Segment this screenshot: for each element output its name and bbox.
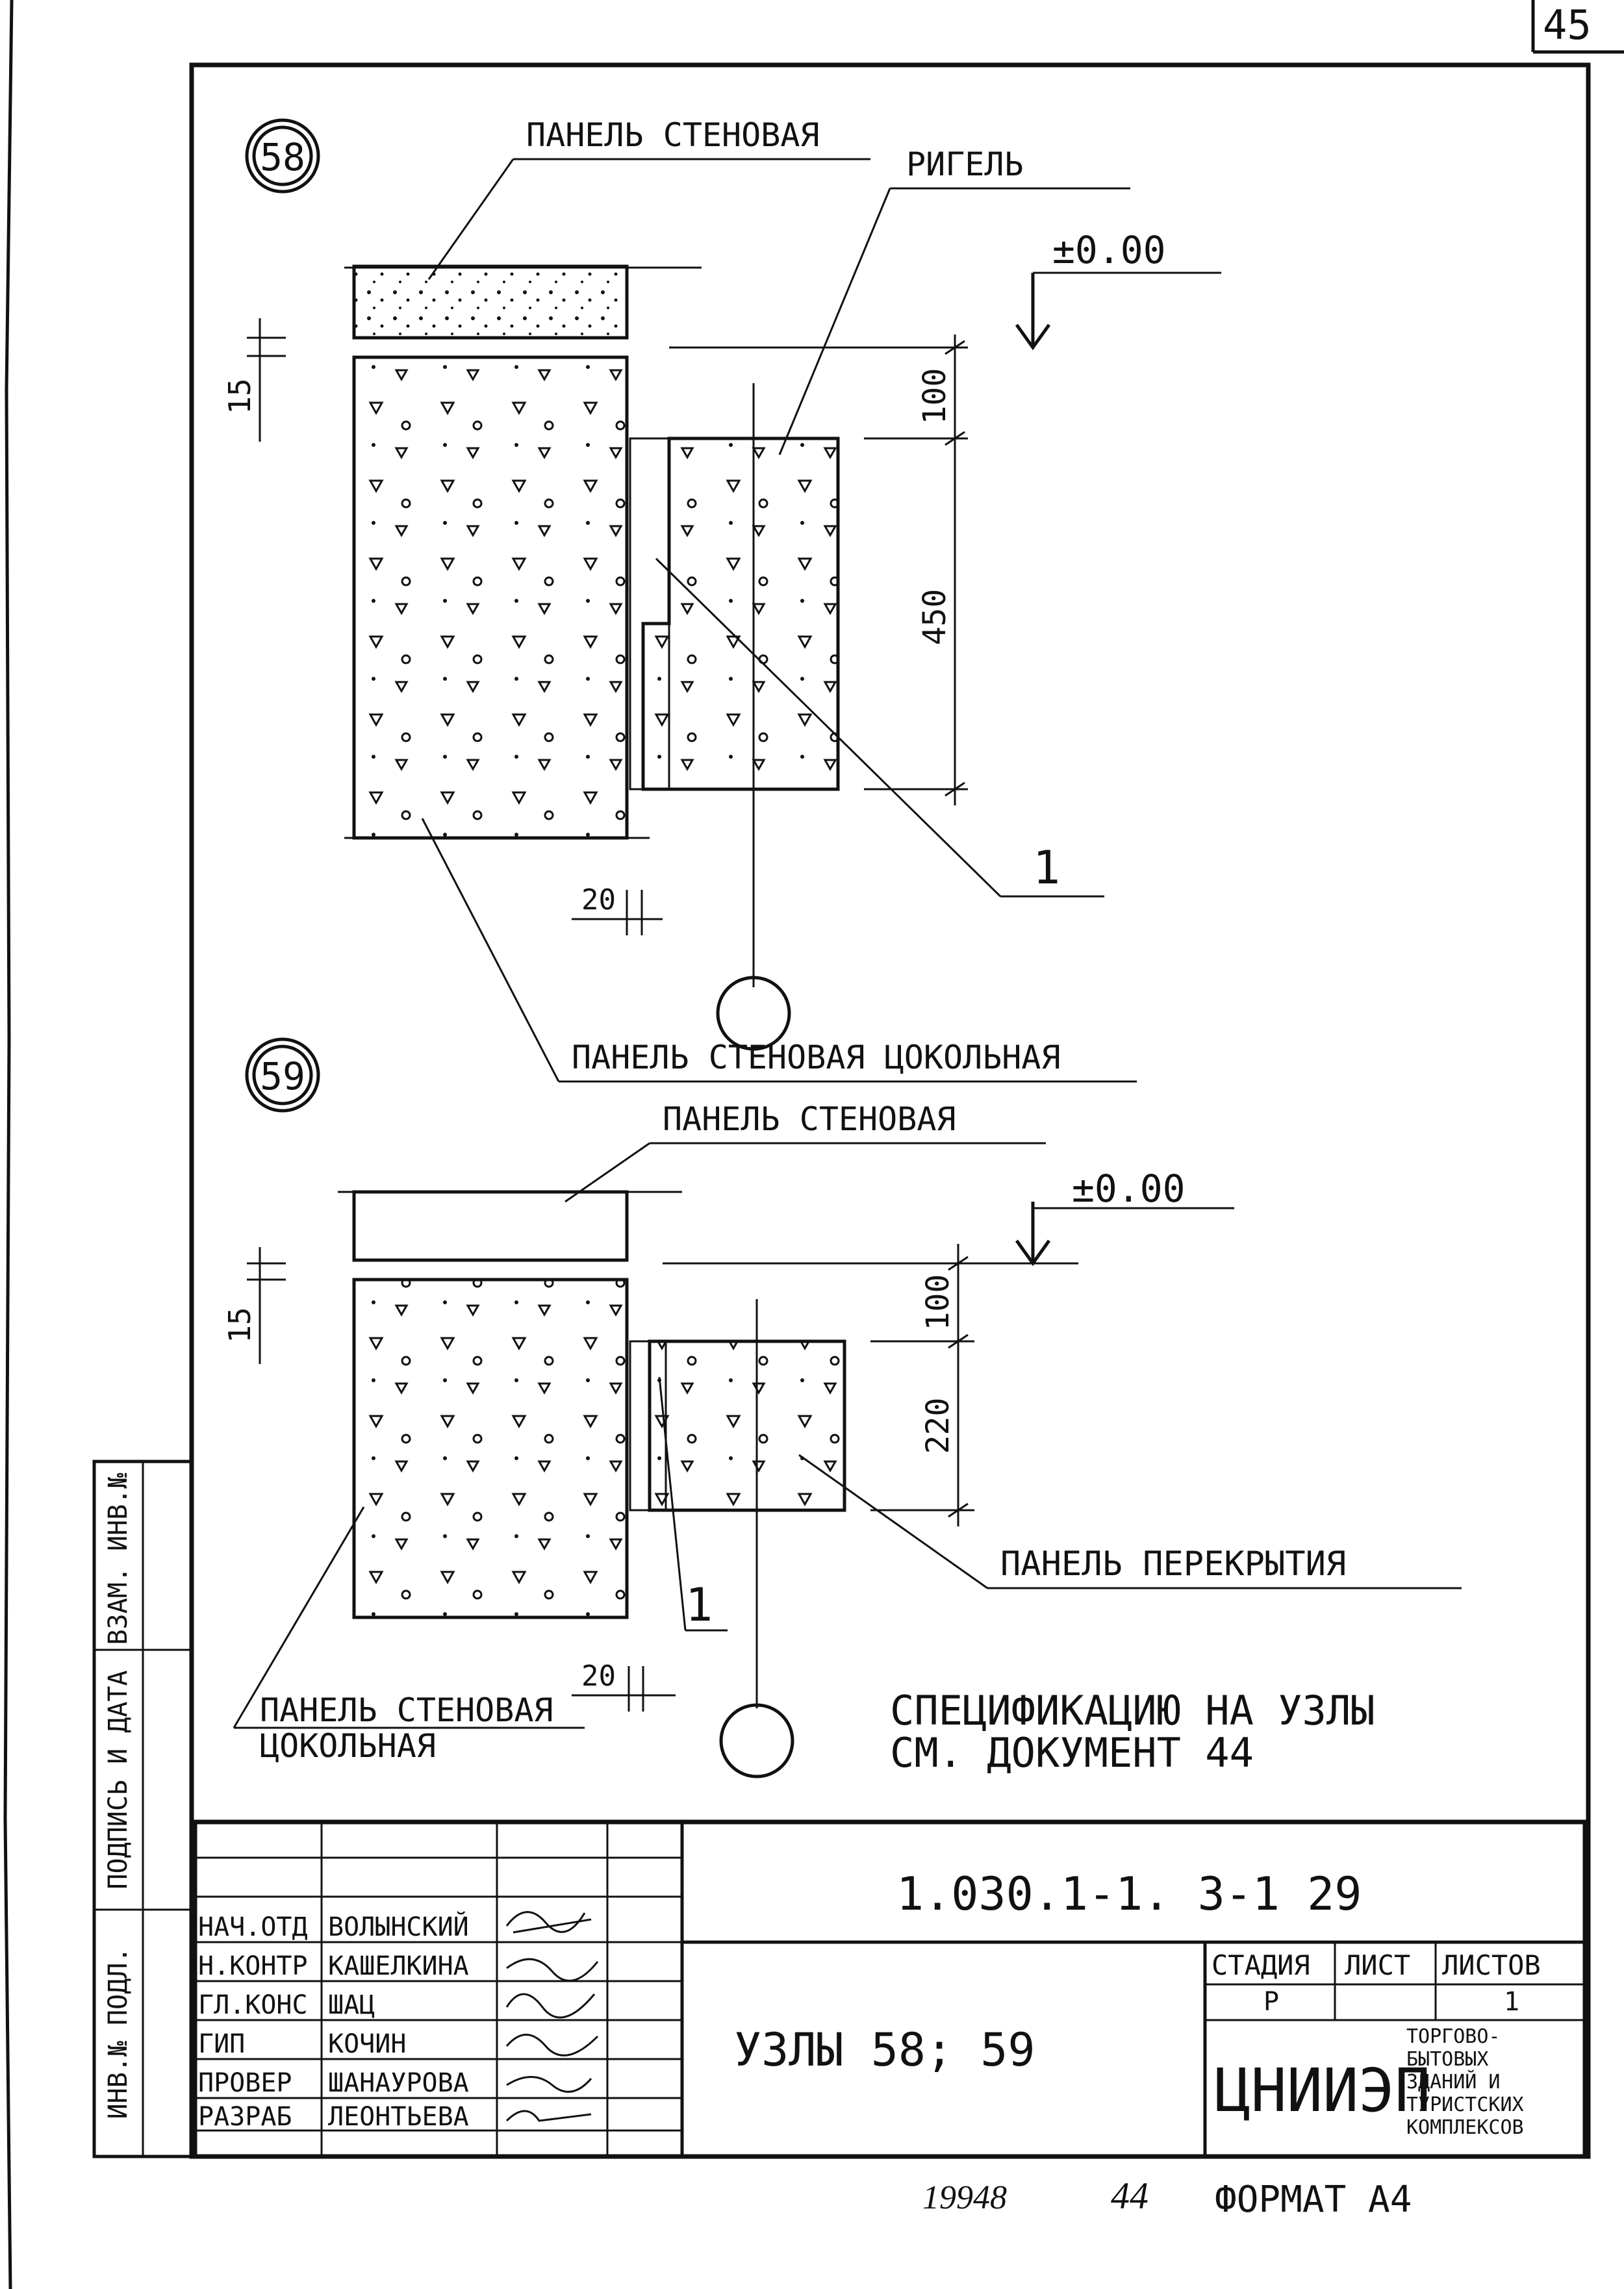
node-59-marker-outer <box>245 1037 320 1113</box>
signature-6 <box>505 2110 592 2122</box>
sig-role-6: РАЗРАБ <box>198 2102 292 2132</box>
callout-1-59: 1 <box>685 1578 713 1632</box>
sig-name-3: ШАЦ <box>328 1990 375 2020</box>
org-line-2: БЫТОВЫХ <box>1406 2048 1488 2071</box>
sig-role-3: ГЛ.КОНС <box>198 1990 308 2020</box>
level-mark-58: ±0.00 <box>1052 228 1166 272</box>
document-number: 44 <box>1111 2175 1148 2217</box>
signature-5 <box>506 2076 592 2093</box>
node-58-number: 58 <box>260 135 305 179</box>
node-59-marker-inner <box>252 1044 313 1106</box>
org-line-1: ТОРГОВО- <box>1406 2025 1501 2048</box>
stamp-sign-date: ПОДПИСЬ И ДАТА <box>103 1670 133 1889</box>
document-code: 1.030.1-1. 3-1 29 <box>896 1867 1362 1921</box>
axis-circle-59 <box>719 1703 794 1778</box>
dim-100-58: 100 <box>917 368 953 425</box>
label-wall-panel-58: ПАНЕЛЬ СТЕНОВАЯ <box>526 116 820 154</box>
label-girder-58: РИГЕЛЬ <box>906 145 1024 183</box>
note-line-1: СПЕЦИФИКАЦИЮ НА УЗЛЫ <box>890 1687 1375 1734</box>
node-58-marker-inner <box>252 125 313 186</box>
side-stamp: ИНВ.№ ПОДЛ. ПОДПИСЬ И ДАТА ВЗАМ. ИНВ.№ <box>92 1460 194 2158</box>
stage-header: СТАДИЯ <box>1212 1949 1310 1981</box>
sig-name-4: КОЧИН <box>328 2029 406 2059</box>
label-plinth-59-line2: ЦОКОЛЬНАЯ <box>260 1727 436 1765</box>
stage-value: Р <box>1263 1987 1279 2017</box>
title-block: 1.030.1-1. 3-1 29 УЗЛЫ 58; 59 СТАДИЯ ЛИС… <box>192 1819 1588 2159</box>
page-number: 45 <box>1543 1 1592 49</box>
dim-15-58: 15 <box>222 378 257 414</box>
org-logo: ЦНИИЭП <box>1215 2056 1430 2125</box>
axis-circle-58 <box>716 976 791 1051</box>
label-plinth-59-line1: ПАНЕЛЬ СТЕНОВАЯ <box>260 1691 553 1729</box>
node-59-number: 59 <box>260 1054 305 1098</box>
sig-role-2: Н.КОНТР <box>198 1951 308 1981</box>
signature-1 <box>505 1911 592 1934</box>
callout-1-58: 1 <box>1033 841 1060 894</box>
sheet-header: ЛИСТ <box>1345 1949 1410 1981</box>
sheets-header: ЛИСТОВ <box>1442 1949 1541 1981</box>
org-line-3: ЗДАНИЙ И <box>1406 2070 1501 2093</box>
dim-20-59: 20 <box>581 1660 616 1693</box>
drawing-title: УЗЛЫ 58; 59 <box>734 2023 1035 2077</box>
note-line-2: СМ. ДОКУМЕНТ 44 <box>890 1729 1254 1777</box>
stamp-vzam-inv: ВЗАМ. ИНВ.№ <box>103 1473 133 1645</box>
dim-450-58: 450 <box>917 589 953 646</box>
stamp-inv-podl: ИНВ.№ ПОДЛ. <box>103 1947 133 2119</box>
org-line-4: ТУРИСТСКИХ <box>1406 2093 1524 2116</box>
sheets-value: 1 <box>1504 1987 1519 2017</box>
label-wall-panel-59: ПАНЕЛЬ СТЕНОВАЯ <box>663 1100 956 1138</box>
node-58: 58 100 450 ±0.00 15 <box>222 116 1221 1083</box>
sig-name-1: ВОЛЫНСКИЙ <box>328 1911 469 1942</box>
org-line-5: КОМПЛЕКСОВ <box>1406 2116 1524 2139</box>
signature-3 <box>505 1993 596 2019</box>
label-floor-panel: ПАНЕЛЬ ПЕРЕКРЫТИЯ <box>1000 1545 1346 1584</box>
wall-panel-upper-59 <box>352 1190 629 1262</box>
sig-name-5: ШАНАУРОВА <box>328 2068 469 2098</box>
binding-edge <box>3 0 14 2289</box>
format-note: ФОРМАТ А4 <box>1215 2179 1412 2221</box>
sig-role-5: ПРОВЕР <box>198 2068 292 2098</box>
label-plinth-panel-58: ПАНЕЛЬ СТЕНОВАЯ ЦОКОЛЬНАЯ <box>572 1039 1061 1076</box>
sig-role-1: НАЧ.ОТД <box>198 1912 308 1942</box>
dim-100-59: 100 <box>920 1274 956 1331</box>
inventory-number: 19948 <box>922 2179 1007 2216</box>
signature-4 <box>505 2034 599 2056</box>
signature-2 <box>506 1958 599 1982</box>
dim-20-58: 20 <box>581 883 616 917</box>
sig-role-4: ГИП <box>198 2029 245 2059</box>
node-58-marker-outer <box>245 118 320 194</box>
level-mark-59: ±0.00 <box>1072 1167 1186 1211</box>
sig-name-6: ЛЕОНТЬЕВА <box>328 2102 469 2132</box>
sig-name-2: КАШЕЛКИНА <box>328 1951 469 1981</box>
dim-220-59: 220 <box>920 1398 956 1454</box>
node-59: 59 ПАНЕЛЬ СТЕНОВАЯ 100 220 ±0.00 <box>222 1037 1462 1778</box>
dim-15-59: 15 <box>222 1307 257 1343</box>
